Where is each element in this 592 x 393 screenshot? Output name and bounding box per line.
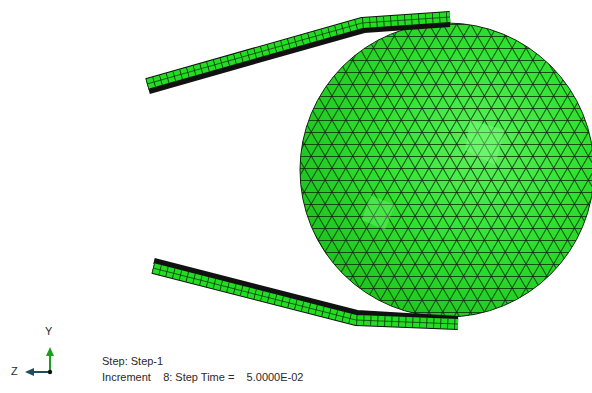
upper-plate (147, 17, 450, 91)
sphere (290, 15, 592, 325)
increment-info: Increment 8: Step Time = 5.0000E-02 (102, 372, 303, 383)
sphere-mesh (290, 15, 592, 325)
lower-plate (153, 261, 458, 324)
axis-label: Y (45, 326, 52, 337)
step-info: Step: Step-1 (102, 356, 163, 367)
axis-label: Z (11, 366, 18, 377)
axis-triad (25, 347, 54, 376)
